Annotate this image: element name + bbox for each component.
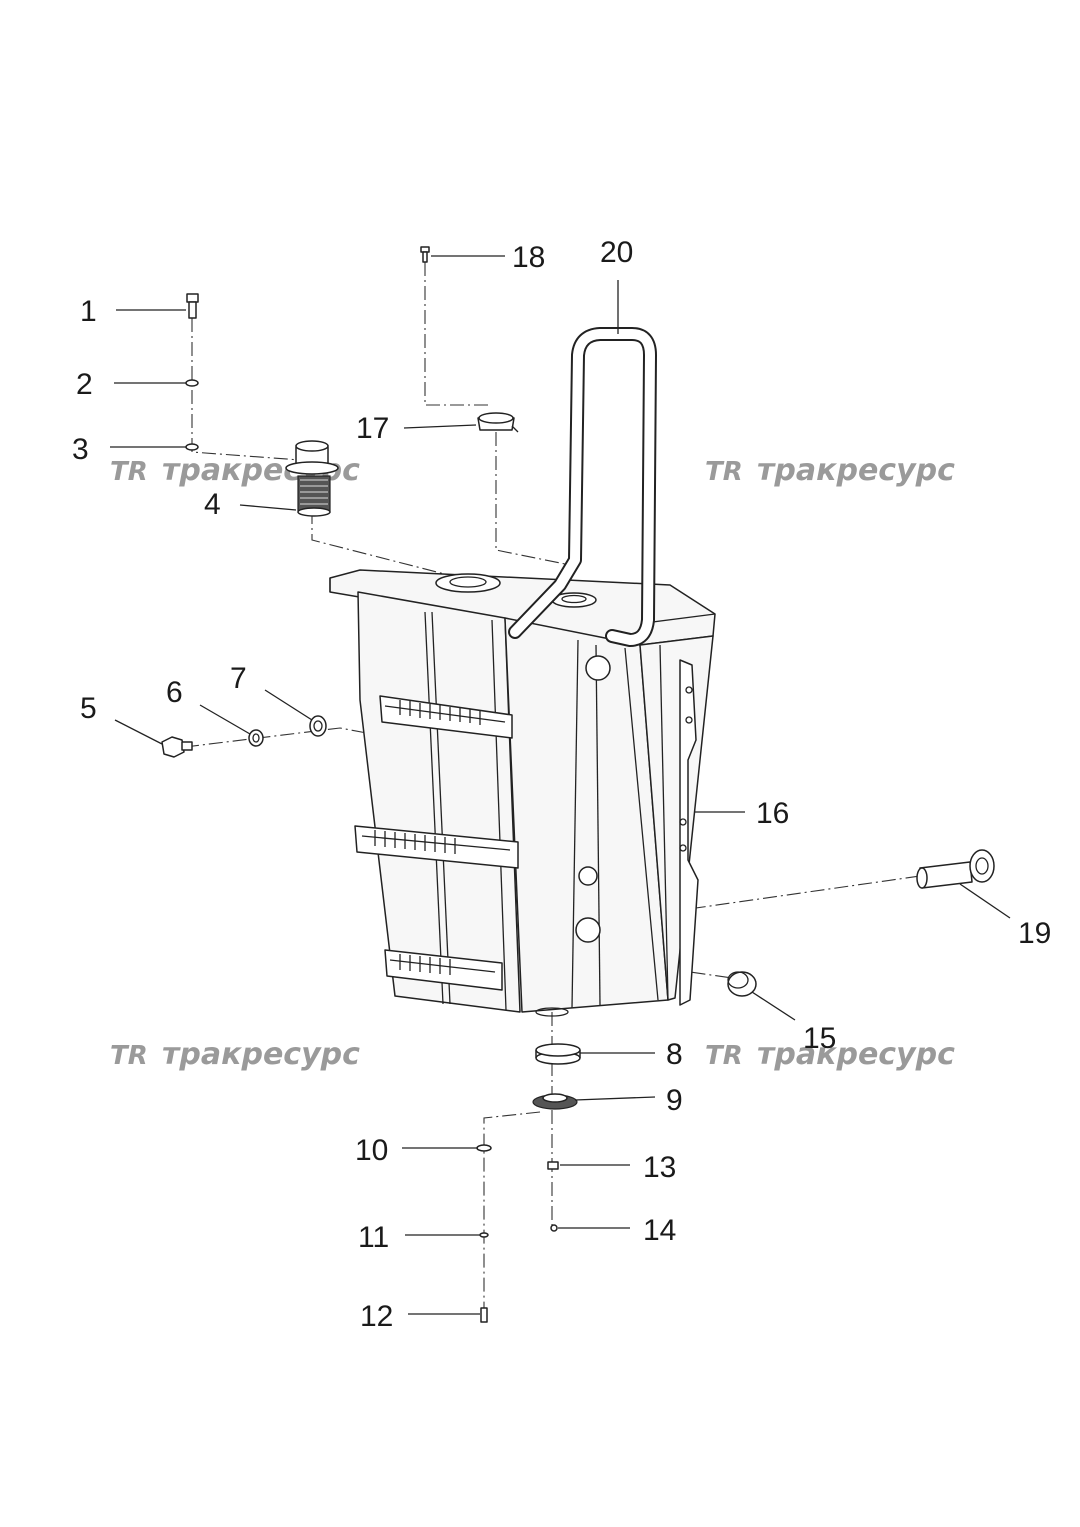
tank-body — [329, 569, 716, 1017]
callout-10: 10 — [355, 1134, 388, 1167]
part-3-washer — [185, 443, 199, 451]
callouts: 1 2 3 4 5 6 7 8 9 10 11 12 13 14 15 16 1… — [72, 236, 1051, 1333]
watermark-text: тракресурс — [757, 1037, 955, 1072]
part-20-handrail — [508, 327, 657, 647]
step-middle — [354, 825, 519, 869]
watermark-logo: TR — [705, 1041, 743, 1071]
part-9-flange — [532, 1093, 578, 1110]
callout-1: 1 — [80, 295, 97, 328]
callout-17: 17 — [356, 412, 389, 445]
watermark-logo: TR — [705, 457, 743, 487]
part-7-sealing-ring — [309, 715, 327, 737]
callout-15: 15 — [803, 1022, 836, 1055]
callout-3: 3 — [72, 433, 89, 466]
watermark-bottom-right: TR тракресурс — [705, 1037, 955, 1072]
callout-18: 18 — [512, 241, 545, 274]
part-5-drain-bolt — [161, 736, 193, 758]
part-1-bolt — [186, 293, 199, 319]
part-2-washer — [185, 379, 199, 387]
callout-11: 11 — [358, 1221, 389, 1254]
part-13-sleeve — [547, 1161, 559, 1170]
leader-lines — [110, 255, 1011, 1315]
callout-7: 7 — [230, 662, 247, 695]
watermark-text: тракресурс — [757, 453, 955, 488]
callout-4: 4 — [204, 488, 221, 521]
part-18-screw — [420, 246, 430, 263]
watermark-logo: TR — [110, 1041, 148, 1071]
step-bottom — [384, 949, 503, 991]
callout-9: 9 — [666, 1084, 683, 1117]
part-12-screw — [480, 1307, 488, 1323]
watermark-top-right: TR тракресурс — [705, 453, 955, 488]
callout-16: 16 — [756, 797, 789, 830]
part-15-plug — [727, 971, 757, 997]
part-19-pin — [916, 849, 995, 889]
callout-14: 14 — [643, 1214, 676, 1247]
part-4-filler-cap — [285, 440, 339, 517]
part-16-mounting-bracket — [679, 659, 699, 1006]
part-11-lock-washer — [479, 1232, 489, 1238]
part-8-gasket — [535, 1043, 581, 1065]
watermark-bottom-left: TR тракресурс — [110, 1037, 360, 1072]
part-14-nut — [550, 1224, 558, 1232]
part-6-washer — [248, 729, 264, 747]
callout-20: 20 — [600, 236, 633, 269]
part-10-washer — [476, 1144, 492, 1152]
watermark-logo: TR — [110, 457, 148, 487]
callout-8: 8 — [666, 1038, 683, 1071]
callout-19: 19 — [1018, 917, 1051, 950]
part-17-cap — [477, 412, 519, 433]
step-top — [379, 695, 513, 739]
callout-5: 5 — [80, 692, 97, 725]
assembly-lines — [184, 262, 921, 1316]
callout-2: 2 — [76, 368, 93, 401]
callout-6: 6 — [166, 676, 183, 709]
callout-12: 12 — [360, 1300, 393, 1333]
callout-13: 13 — [643, 1151, 676, 1184]
watermark-text: тракресурс — [162, 1037, 360, 1072]
